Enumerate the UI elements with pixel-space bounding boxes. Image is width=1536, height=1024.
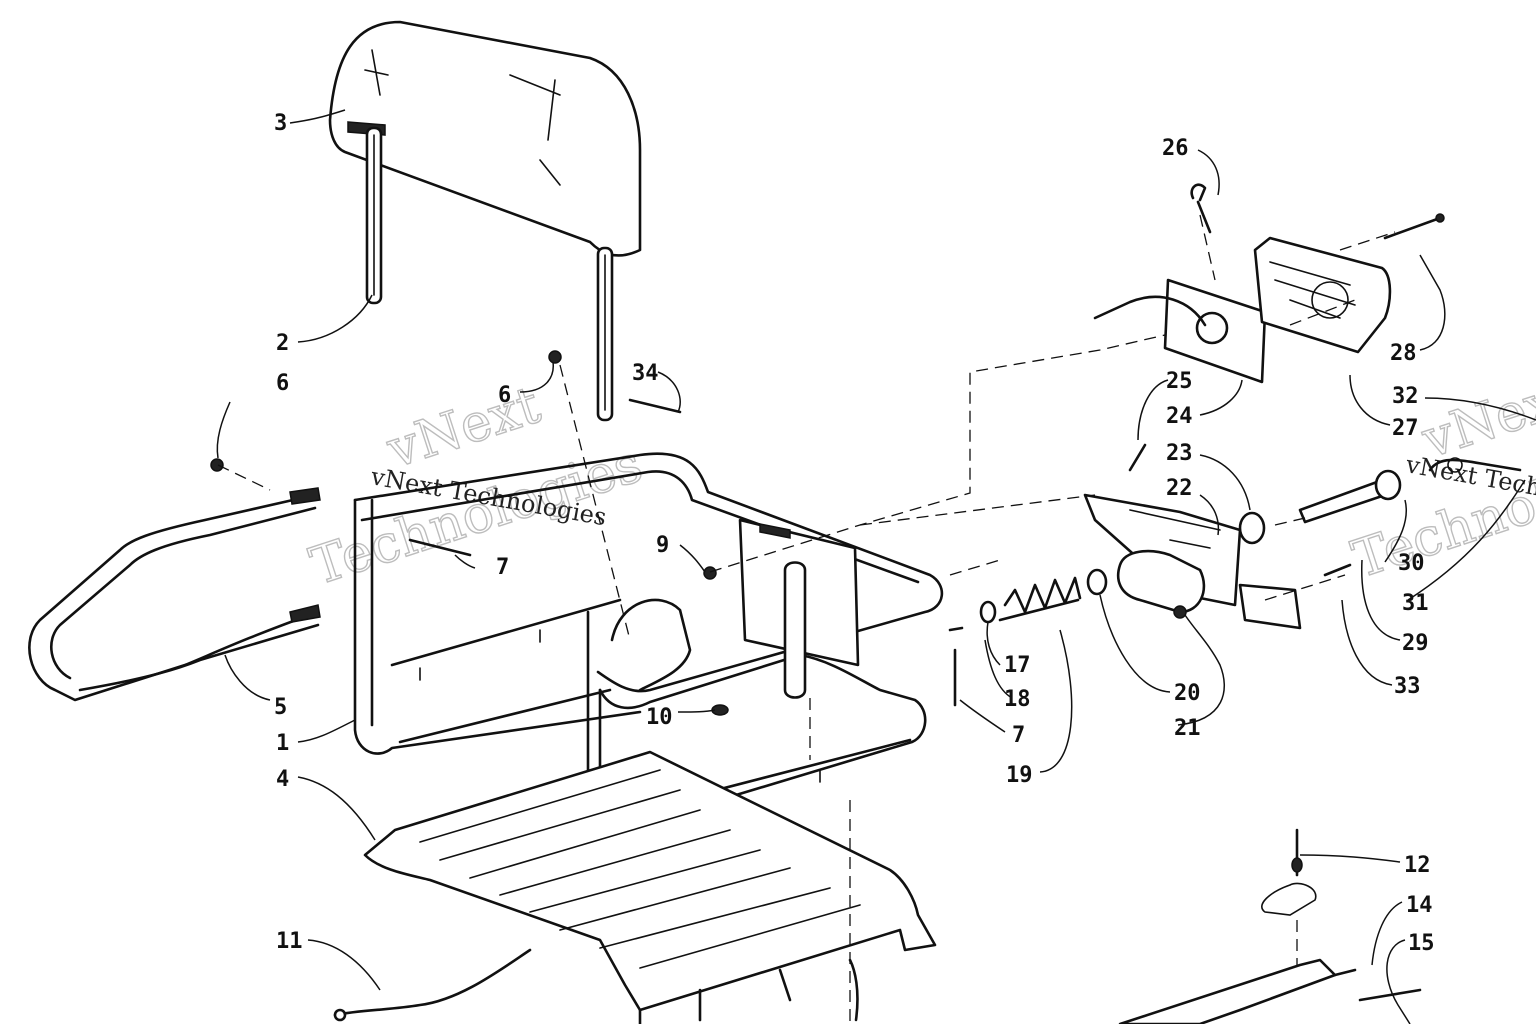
hitch-pin [1298, 469, 1402, 524]
watermark: vNext Technologies vNext Technologies vN… [303, 364, 1536, 598]
backrest-post-right [596, 246, 614, 422]
callout-6: 6 [276, 371, 289, 396]
grab-handle [28, 487, 321, 702]
callout-31: 31 [1402, 591, 1429, 616]
watermark-brand: vNext [380, 375, 548, 481]
callout-25: 25 [1166, 369, 1193, 394]
assembly-lines [217, 214, 1396, 1024]
taillight-housing [1253, 236, 1392, 354]
callout-21: 21 [1174, 716, 1201, 741]
callout-1: 1 [276, 731, 289, 756]
fasteners [210, 350, 1352, 716]
seat-base [363, 750, 937, 1024]
callout-34: 34 [632, 361, 659, 386]
callout-5: 5 [274, 695, 287, 720]
callout-28: 28 [1390, 341, 1417, 366]
rear-bumper-section [1118, 828, 1422, 1024]
callout-26: 26 [1162, 136, 1189, 161]
backrest-pad [328, 20, 642, 257]
callout-11: 11 [276, 929, 303, 954]
callout-14: 14 [1406, 893, 1433, 918]
hitch-sleeve [1116, 549, 1206, 614]
backrest-post-left [365, 126, 383, 305]
callout-29: 29 [1402, 631, 1429, 656]
hitch-clip [1428, 457, 1522, 473]
wire-harness [333, 948, 532, 1022]
taillight-screw [1383, 213, 1445, 240]
hitch-plate [1238, 583, 1302, 630]
callout-9: 9 [656, 533, 669, 558]
hitch-washer [979, 511, 1266, 624]
callout-32: 32 [1392, 384, 1419, 409]
callout-2: 2 [276, 331, 289, 356]
callout-23: 23 [1166, 441, 1193, 466]
seat-back-plate [738, 518, 860, 699]
callout-24: 24 [1166, 404, 1193, 429]
callouts: 3 2 6 6 34 7 9 10 5 1 4 11 17 18 7 19 20… [274, 111, 1435, 956]
callout-6-b: 6 [498, 383, 511, 408]
callout-10: 10 [646, 705, 673, 730]
bulb-socket [1190, 183, 1212, 234]
taillight-bracket [1093, 278, 1267, 384]
callout-20: 20 [1174, 681, 1201, 706]
callout-22: 22 [1166, 476, 1193, 501]
callout-30: 30 [1398, 551, 1425, 576]
hitch-spring [998, 576, 1082, 622]
callout-4: 4 [276, 767, 289, 792]
callout-7: 7 [496, 555, 509, 580]
leader-lines [216, 109, 1536, 1024]
callout-3: 3 [274, 111, 287, 136]
callout-17: 17 [1004, 653, 1031, 678]
callout-15: 15 [1408, 931, 1435, 956]
callout-7-b: 7 [1012, 723, 1025, 748]
callout-19: 19 [1006, 763, 1033, 788]
callout-12: 12 [1404, 853, 1431, 878]
callout-27: 27 [1392, 416, 1419, 441]
callout-33: 33 [1394, 674, 1421, 699]
callout-18: 18 [1004, 687, 1031, 712]
